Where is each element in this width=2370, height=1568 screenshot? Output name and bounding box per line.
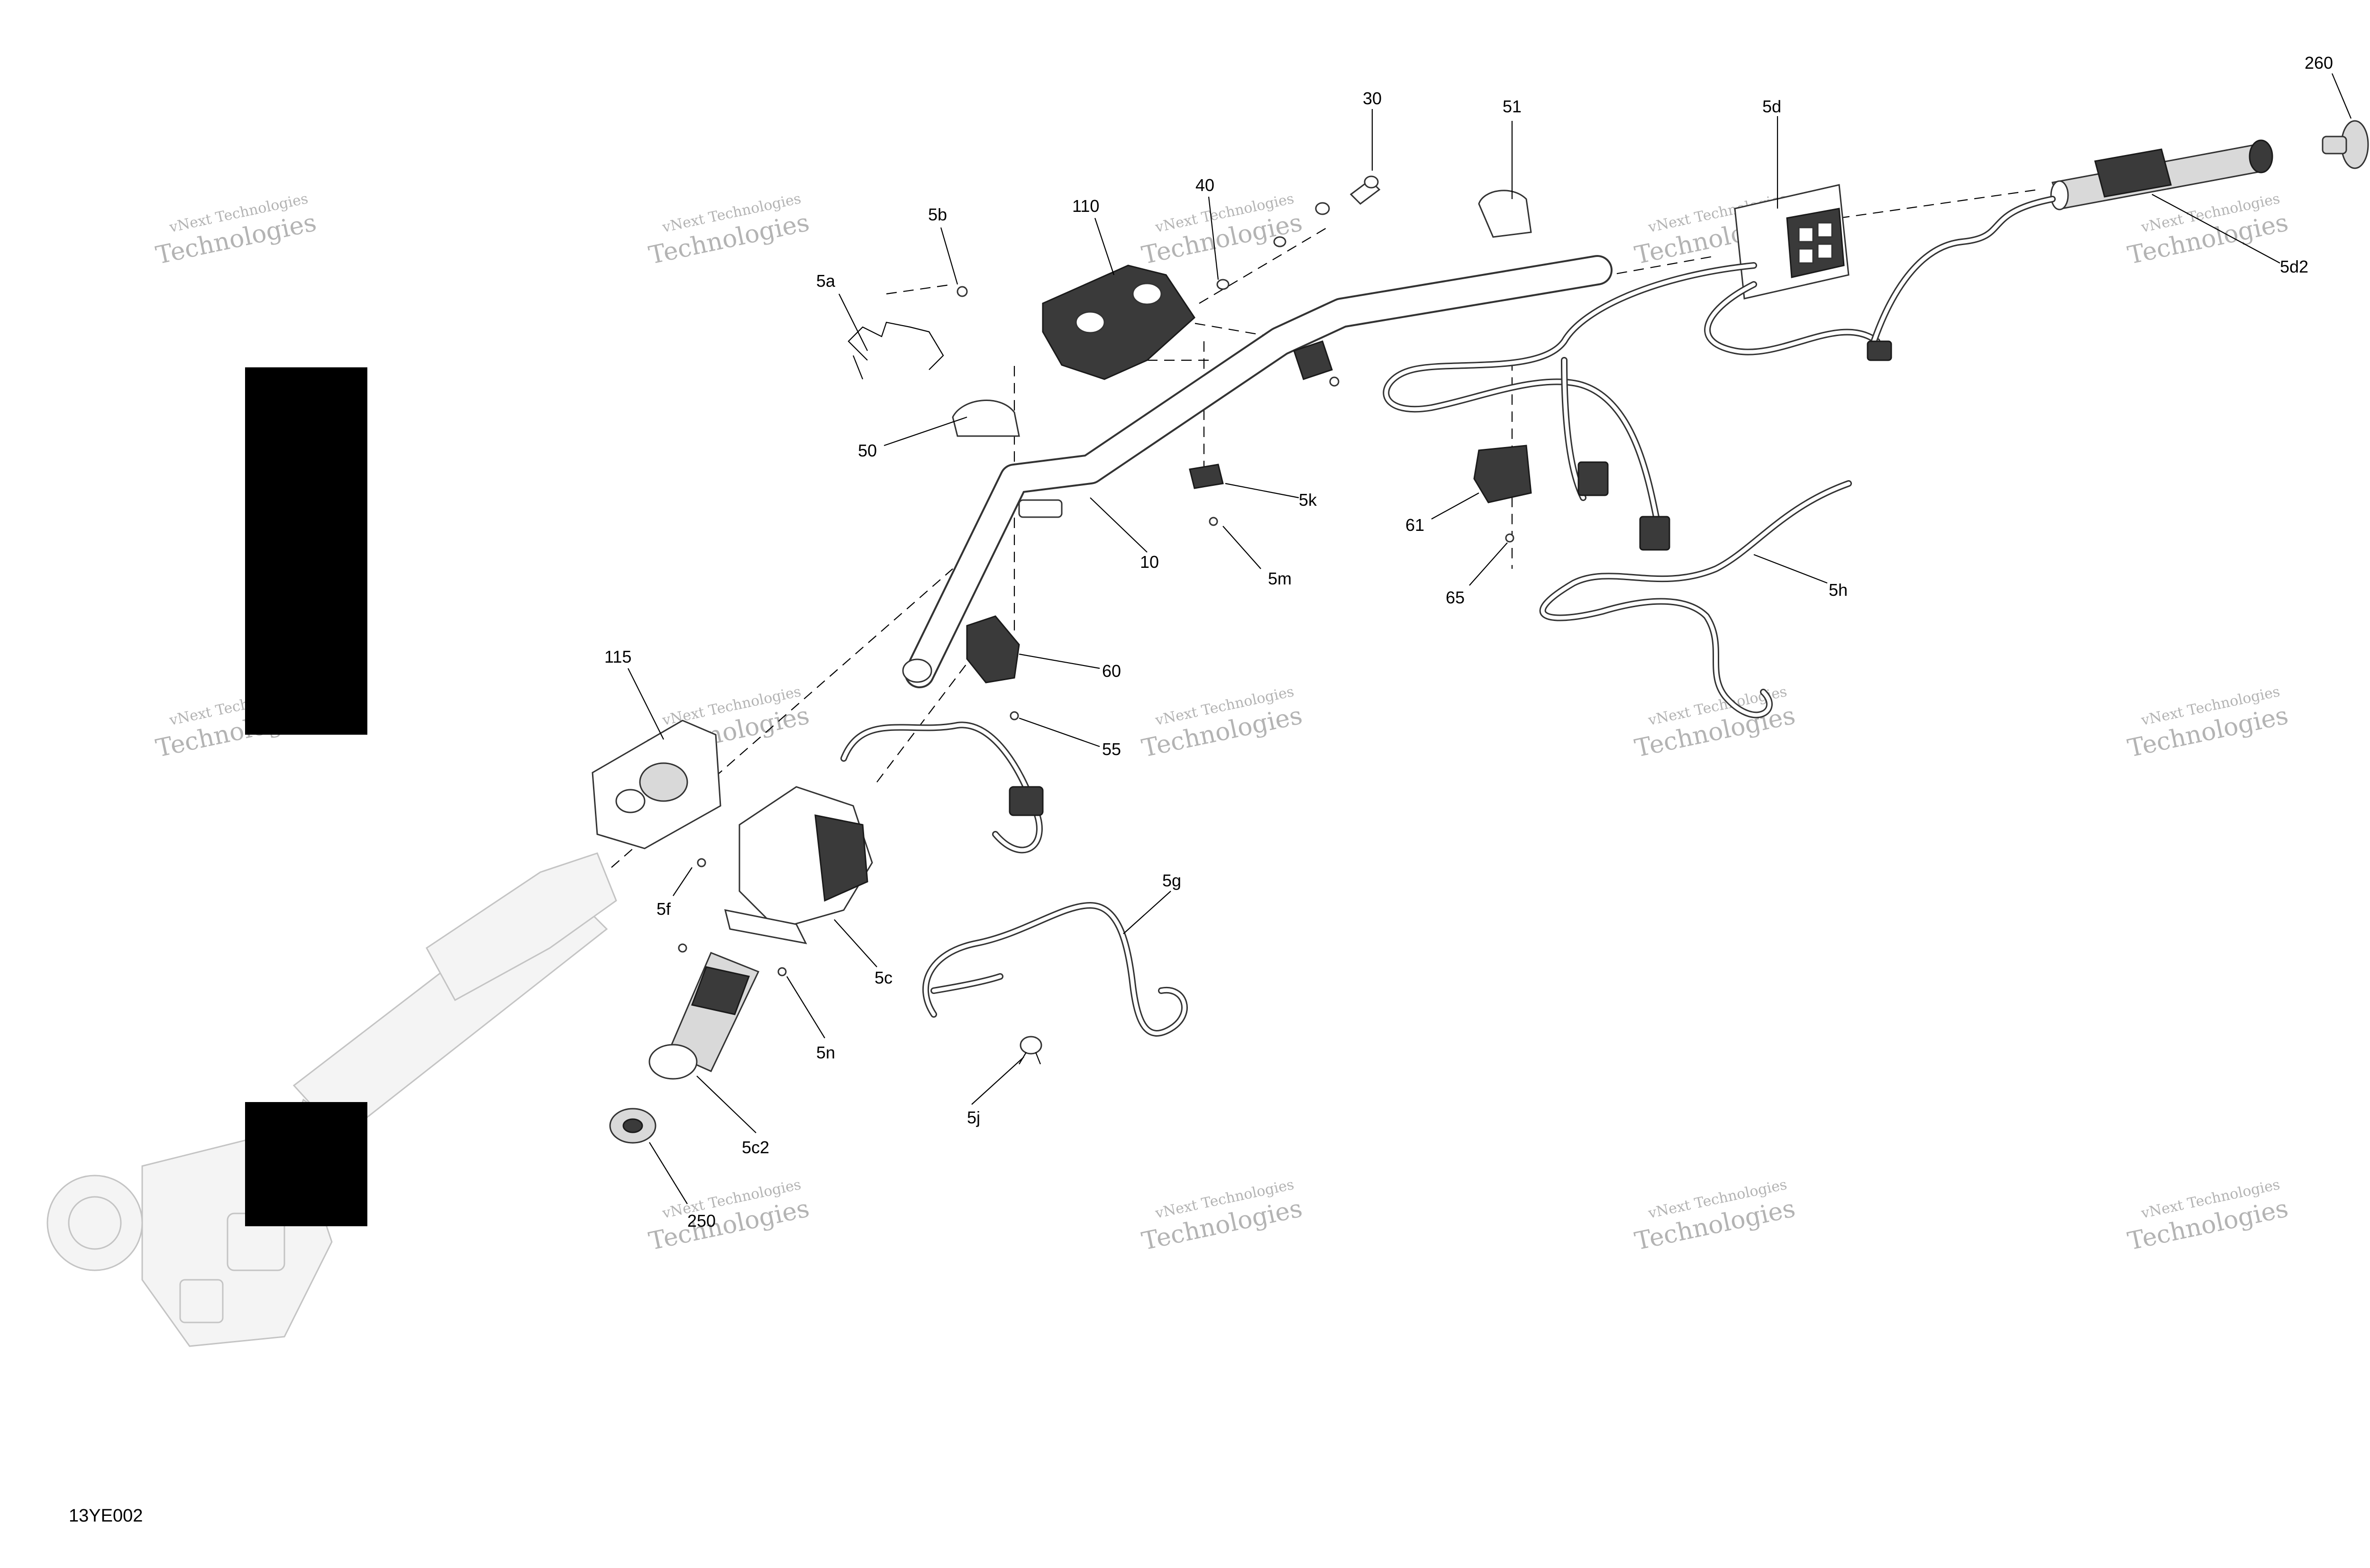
right-grip bbox=[2050, 139, 2273, 210]
watermark: vNext Technologies Technologies bbox=[1632, 1176, 1798, 1256]
part-label: 40 bbox=[1195, 175, 1214, 195]
part-label: 10 bbox=[1140, 552, 1159, 572]
end-cap-right bbox=[2322, 120, 2369, 169]
steering-column-ghost bbox=[46, 852, 617, 1347]
part-label: 55 bbox=[1102, 739, 1121, 759]
part-label: 51 bbox=[1503, 97, 1522, 116]
left-switch-housing bbox=[724, 721, 1044, 945]
watermark: vNext Technologies Technologies bbox=[1139, 1176, 1305, 1256]
watermark: vNext Technologies Technologies bbox=[2125, 1176, 2291, 1256]
part-label: 260 bbox=[2305, 53, 2333, 73]
drawing-code: 13YE002 bbox=[69, 1506, 143, 1526]
clamp-115 bbox=[592, 720, 721, 849]
clamp-61 bbox=[1473, 445, 1532, 543]
part-label: 5h bbox=[1829, 580, 1848, 600]
harness-5h bbox=[1539, 480, 1852, 719]
watermark: vNext Technologies Technologies bbox=[1139, 191, 1305, 270]
part-label: 250 bbox=[687, 1211, 716, 1231]
cover-51 bbox=[1478, 190, 1532, 238]
part-label: 5n bbox=[816, 1043, 835, 1062]
clamp-60 bbox=[966, 615, 1020, 720]
redaction-box bbox=[245, 1102, 367, 1226]
clip-block bbox=[1293, 340, 1340, 387]
watermark: vNext Technologies Technologies bbox=[154, 191, 319, 270]
part-label: 110 bbox=[1072, 196, 1099, 216]
part-label: 5g bbox=[1162, 871, 1181, 890]
part-label: 5b bbox=[928, 205, 947, 224]
part-label: 60 bbox=[1102, 661, 1121, 681]
bolt-30 bbox=[1315, 175, 1381, 215]
watermark: vNext Technologies Technologies bbox=[1139, 684, 1305, 763]
watermark: vNext Technologies Technologies bbox=[2125, 191, 2291, 270]
right-harness bbox=[1383, 196, 2056, 551]
part-label: 5k bbox=[1299, 490, 1317, 510]
part-labels: 260 30 51 5d 40 110 5b 5a 50 5k 10 5m 61… bbox=[604, 53, 2333, 1231]
part-label: 30 bbox=[1363, 89, 1382, 108]
cover-50 bbox=[952, 400, 1020, 437]
end-cap-left bbox=[609, 1108, 656, 1144]
watermark: vNext Technologies Technologies bbox=[1632, 684, 1798, 763]
clip-5k bbox=[1189, 464, 1224, 526]
part-label: 115 bbox=[604, 647, 631, 666]
washer-40 bbox=[1216, 236, 1286, 290]
watermark: vNext Technologies Technologies bbox=[2125, 684, 2291, 763]
watermark: vNext Technologies Technologies bbox=[647, 1176, 812, 1256]
clamp-5j bbox=[1019, 1036, 1042, 1065]
watermark: vNext Technologies Technologies bbox=[647, 191, 812, 270]
clip-5a bbox=[848, 321, 944, 380]
handlebar bbox=[902, 255, 1613, 688]
part-label: 50 bbox=[858, 441, 877, 460]
assembly-lines bbox=[611, 189, 2039, 868]
watermarks: vNext Technologies Technologies vNext Te… bbox=[154, 191, 2291, 1256]
right-switch-housing bbox=[1734, 184, 1850, 300]
part-label: 5c bbox=[875, 968, 893, 987]
redaction-box bbox=[245, 367, 367, 735]
left-grip bbox=[648, 952, 760, 1080]
part-label: 5d2 bbox=[2280, 257, 2308, 276]
part-label: 5f bbox=[656, 899, 671, 919]
screw-5b bbox=[957, 286, 968, 297]
screws-5n bbox=[678, 858, 787, 976]
part-label: 5d bbox=[1762, 97, 1781, 116]
harness-5g bbox=[922, 902, 1188, 1037]
part-label: 61 bbox=[1405, 515, 1424, 535]
part-label: 5c2 bbox=[742, 1138, 769, 1157]
leader-lines bbox=[628, 73, 2352, 1204]
upper-clamp-110 bbox=[1042, 264, 1195, 380]
part-label: 5j bbox=[967, 1108, 980, 1127]
part-label: 65 bbox=[1446, 588, 1465, 607]
part-label: 5a bbox=[816, 271, 836, 291]
part-label: 5m bbox=[1268, 569, 1292, 588]
